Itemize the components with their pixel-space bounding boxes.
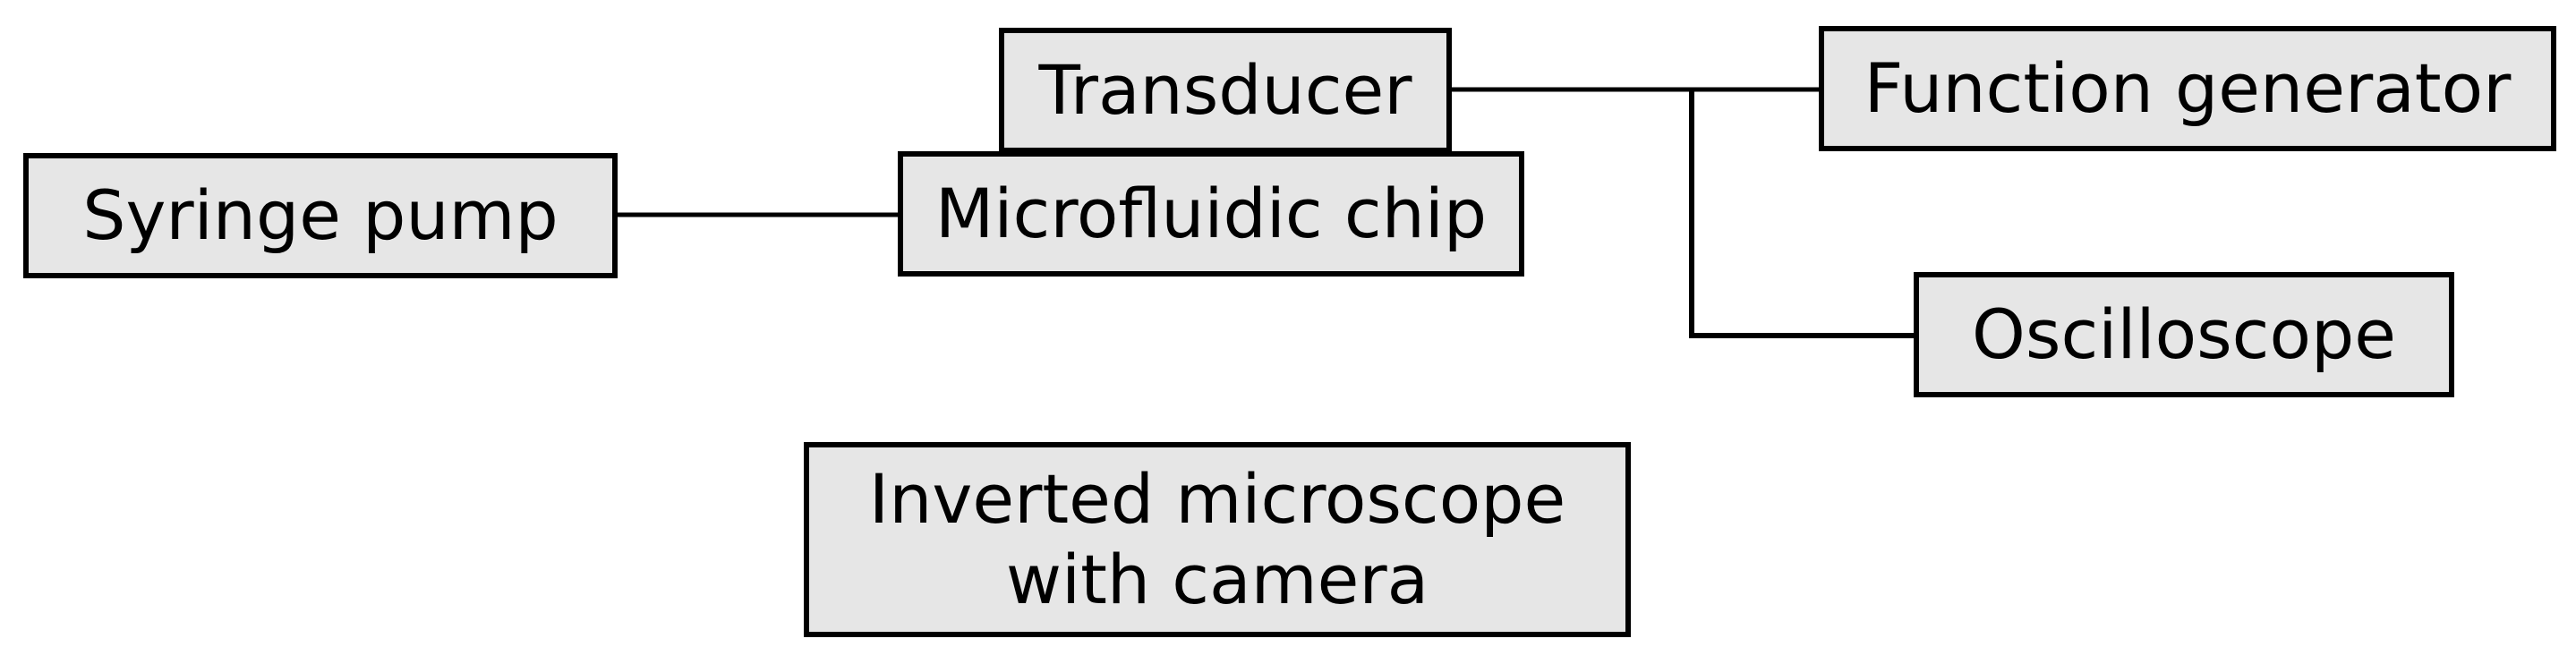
microscope-label-line1: Inverted microscope (868, 459, 1566, 540)
transducer-box: Transducer (999, 28, 1452, 153)
inverted-microscope-box: Inverted microscope with camera (804, 442, 1631, 637)
function-generator-box: Function generator (1819, 26, 2556, 151)
function-generator-label: Function generator (1864, 48, 2512, 129)
oscilloscope-label: Oscilloscope (1972, 294, 2396, 375)
microscope-label-line2: with camera (1005, 540, 1429, 619)
microfluidic-chip-box: Microfluidic chip (898, 151, 1524, 277)
oscilloscope-box: Oscilloscope (1914, 272, 2454, 397)
syringe-pump-label: Syringe pump (82, 175, 559, 256)
microfluidic-chip-label: Microfluidic chip (934, 174, 1488, 254)
syringe-pump-box: Syringe pump (23, 153, 618, 278)
transducer-label: Transducer (1038, 50, 1412, 131)
